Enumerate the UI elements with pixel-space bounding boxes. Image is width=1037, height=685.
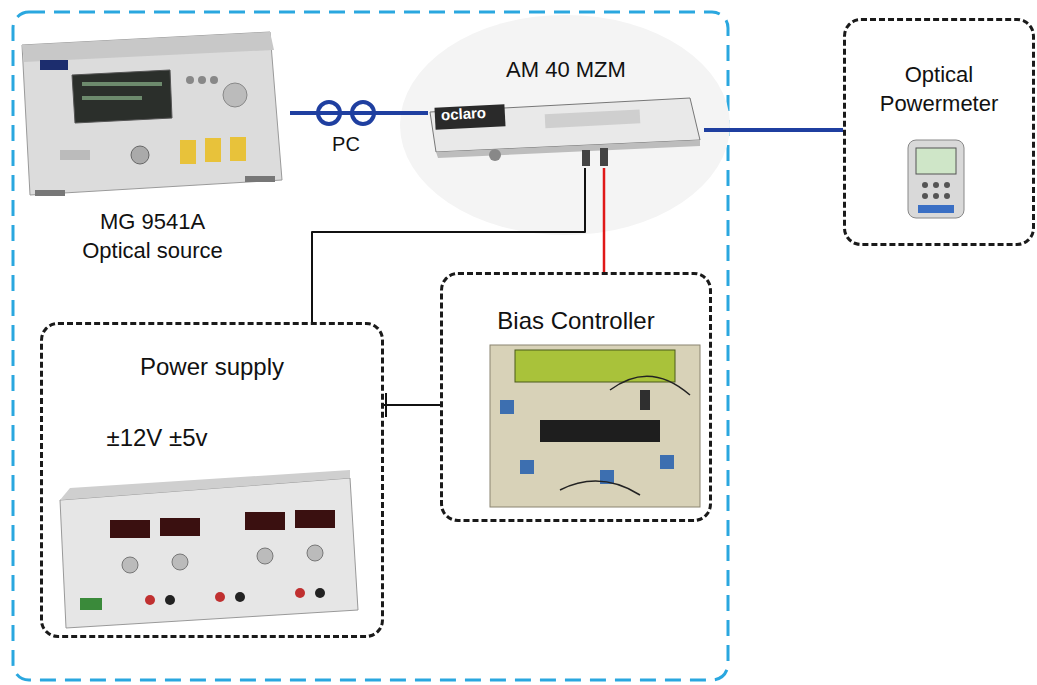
powermeter-handheld-part — [922, 193, 928, 199]
bench-power-supply-part — [295, 588, 305, 598]
modulator-glow — [400, 15, 730, 235]
optical-source-instrument-part — [35, 190, 65, 196]
optical-source-instrument-part — [131, 146, 149, 164]
bench-power-supply-part — [172, 554, 188, 570]
bias-controller-board-part — [610, 376, 690, 395]
optical-source-instrument-part — [72, 70, 172, 123]
powermeter-handheld-part — [933, 193, 939, 199]
mzm-modulator — [430, 98, 700, 166]
power-wire — [312, 168, 585, 322]
optical-source-instrument-part — [40, 60, 68, 70]
bias-controller-board-part — [520, 460, 534, 474]
bench-power-supply — [60, 470, 358, 628]
bias-controller-board-part — [660, 455, 674, 469]
node-title: MG 9541A Optical source — [70, 208, 235, 265]
optical-source-instrument-part — [82, 82, 162, 86]
bias-controller-board-part — [560, 481, 640, 495]
optical-source-instrument-part — [180, 140, 196, 164]
powermeter-handheld-part — [944, 193, 950, 199]
node-title: Bias Controller — [446, 305, 706, 336]
bench-power-supply-part — [307, 545, 323, 561]
optical-source-instrument-part — [230, 137, 246, 161]
bias-controller-board-part — [500, 400, 514, 414]
bench-power-supply-part — [245, 512, 285, 530]
system-boundary — [13, 12, 728, 680]
node-title: AM 40 MZM — [436, 56, 696, 85]
bench-power-supply-part — [145, 595, 155, 605]
optical-source-instrument-part — [210, 76, 218, 84]
optical-source-instrument-part — [60, 150, 90, 160]
bench-power-supply-part — [165, 595, 175, 605]
powermeter-handheld-part — [916, 148, 956, 174]
brand-logo: oclaro — [441, 104, 487, 123]
powermeter-handheld-part — [933, 182, 939, 188]
node-title: Power supply — [52, 351, 372, 382]
powermeter-handheld-part — [908, 140, 964, 218]
bias-controller-board-part — [540, 420, 660, 442]
optical-source-instrument-part — [198, 76, 206, 84]
powermeter-handheld-part — [944, 182, 950, 188]
bench-power-supply-part — [60, 478, 358, 628]
bench-power-supply-part — [235, 592, 245, 602]
bias-controller-board-part — [640, 390, 650, 410]
optical-source-instrument-part — [223, 83, 247, 107]
bench-power-supply-part — [80, 598, 102, 610]
source-node: MG 9541A Optical source — [15, 25, 290, 275]
node-subtitle: ±12V ±5v — [0, 422, 317, 453]
mzm-modulator-part — [489, 149, 501, 161]
powermeter-box: Optical Powermeter — [843, 18, 1035, 246]
mzm-modulator-part — [436, 140, 700, 158]
bench-power-supply-part — [215, 592, 225, 602]
bench-power-supply-part — [315, 588, 325, 598]
bias-wire — [603, 168, 606, 272]
mzm-modulator-part — [434, 104, 505, 130]
mzm-modulator-part — [600, 148, 608, 166]
optical-fiber — [290, 111, 428, 115]
bench-power-supply-part — [257, 548, 273, 564]
optical-source-instrument-part — [82, 96, 142, 100]
powermeter-handheld-part — [918, 205, 954, 213]
optical-source-instrument-part — [205, 138, 221, 162]
optical-source-instrument-part — [22, 32, 274, 62]
powermeter-handheld-part — [922, 182, 928, 188]
power-wire — [384, 404, 440, 406]
mzm-modulator-part — [545, 109, 641, 128]
bias-controller-board-part — [490, 345, 700, 507]
bench-power-supply-part — [160, 518, 200, 536]
bias-controller-board — [490, 345, 700, 507]
optical-fiber — [704, 128, 843, 132]
bench-power-supply-part — [60, 470, 350, 500]
bias-controller-board-part — [515, 350, 675, 382]
optical-source-instrument-part — [22, 32, 282, 195]
optical-source-instrument-part — [245, 176, 275, 182]
power-supply-box: Power supply±12V ±5v — [40, 322, 384, 638]
node-title: Optical Powermeter — [849, 61, 1029, 118]
optical-source-instrument — [22, 32, 282, 196]
mzm-modulator-part — [582, 150, 590, 166]
optical-source-instrument-part — [186, 76, 194, 84]
bias-controller-box: Bias Controller — [440, 272, 712, 522]
powermeter-handheld — [908, 140, 964, 218]
bench-power-supply-part — [110, 520, 150, 538]
bench-power-supply-part — [122, 557, 138, 573]
edge-label: PC — [330, 133, 362, 156]
bench-power-supply-part — [295, 510, 335, 528]
